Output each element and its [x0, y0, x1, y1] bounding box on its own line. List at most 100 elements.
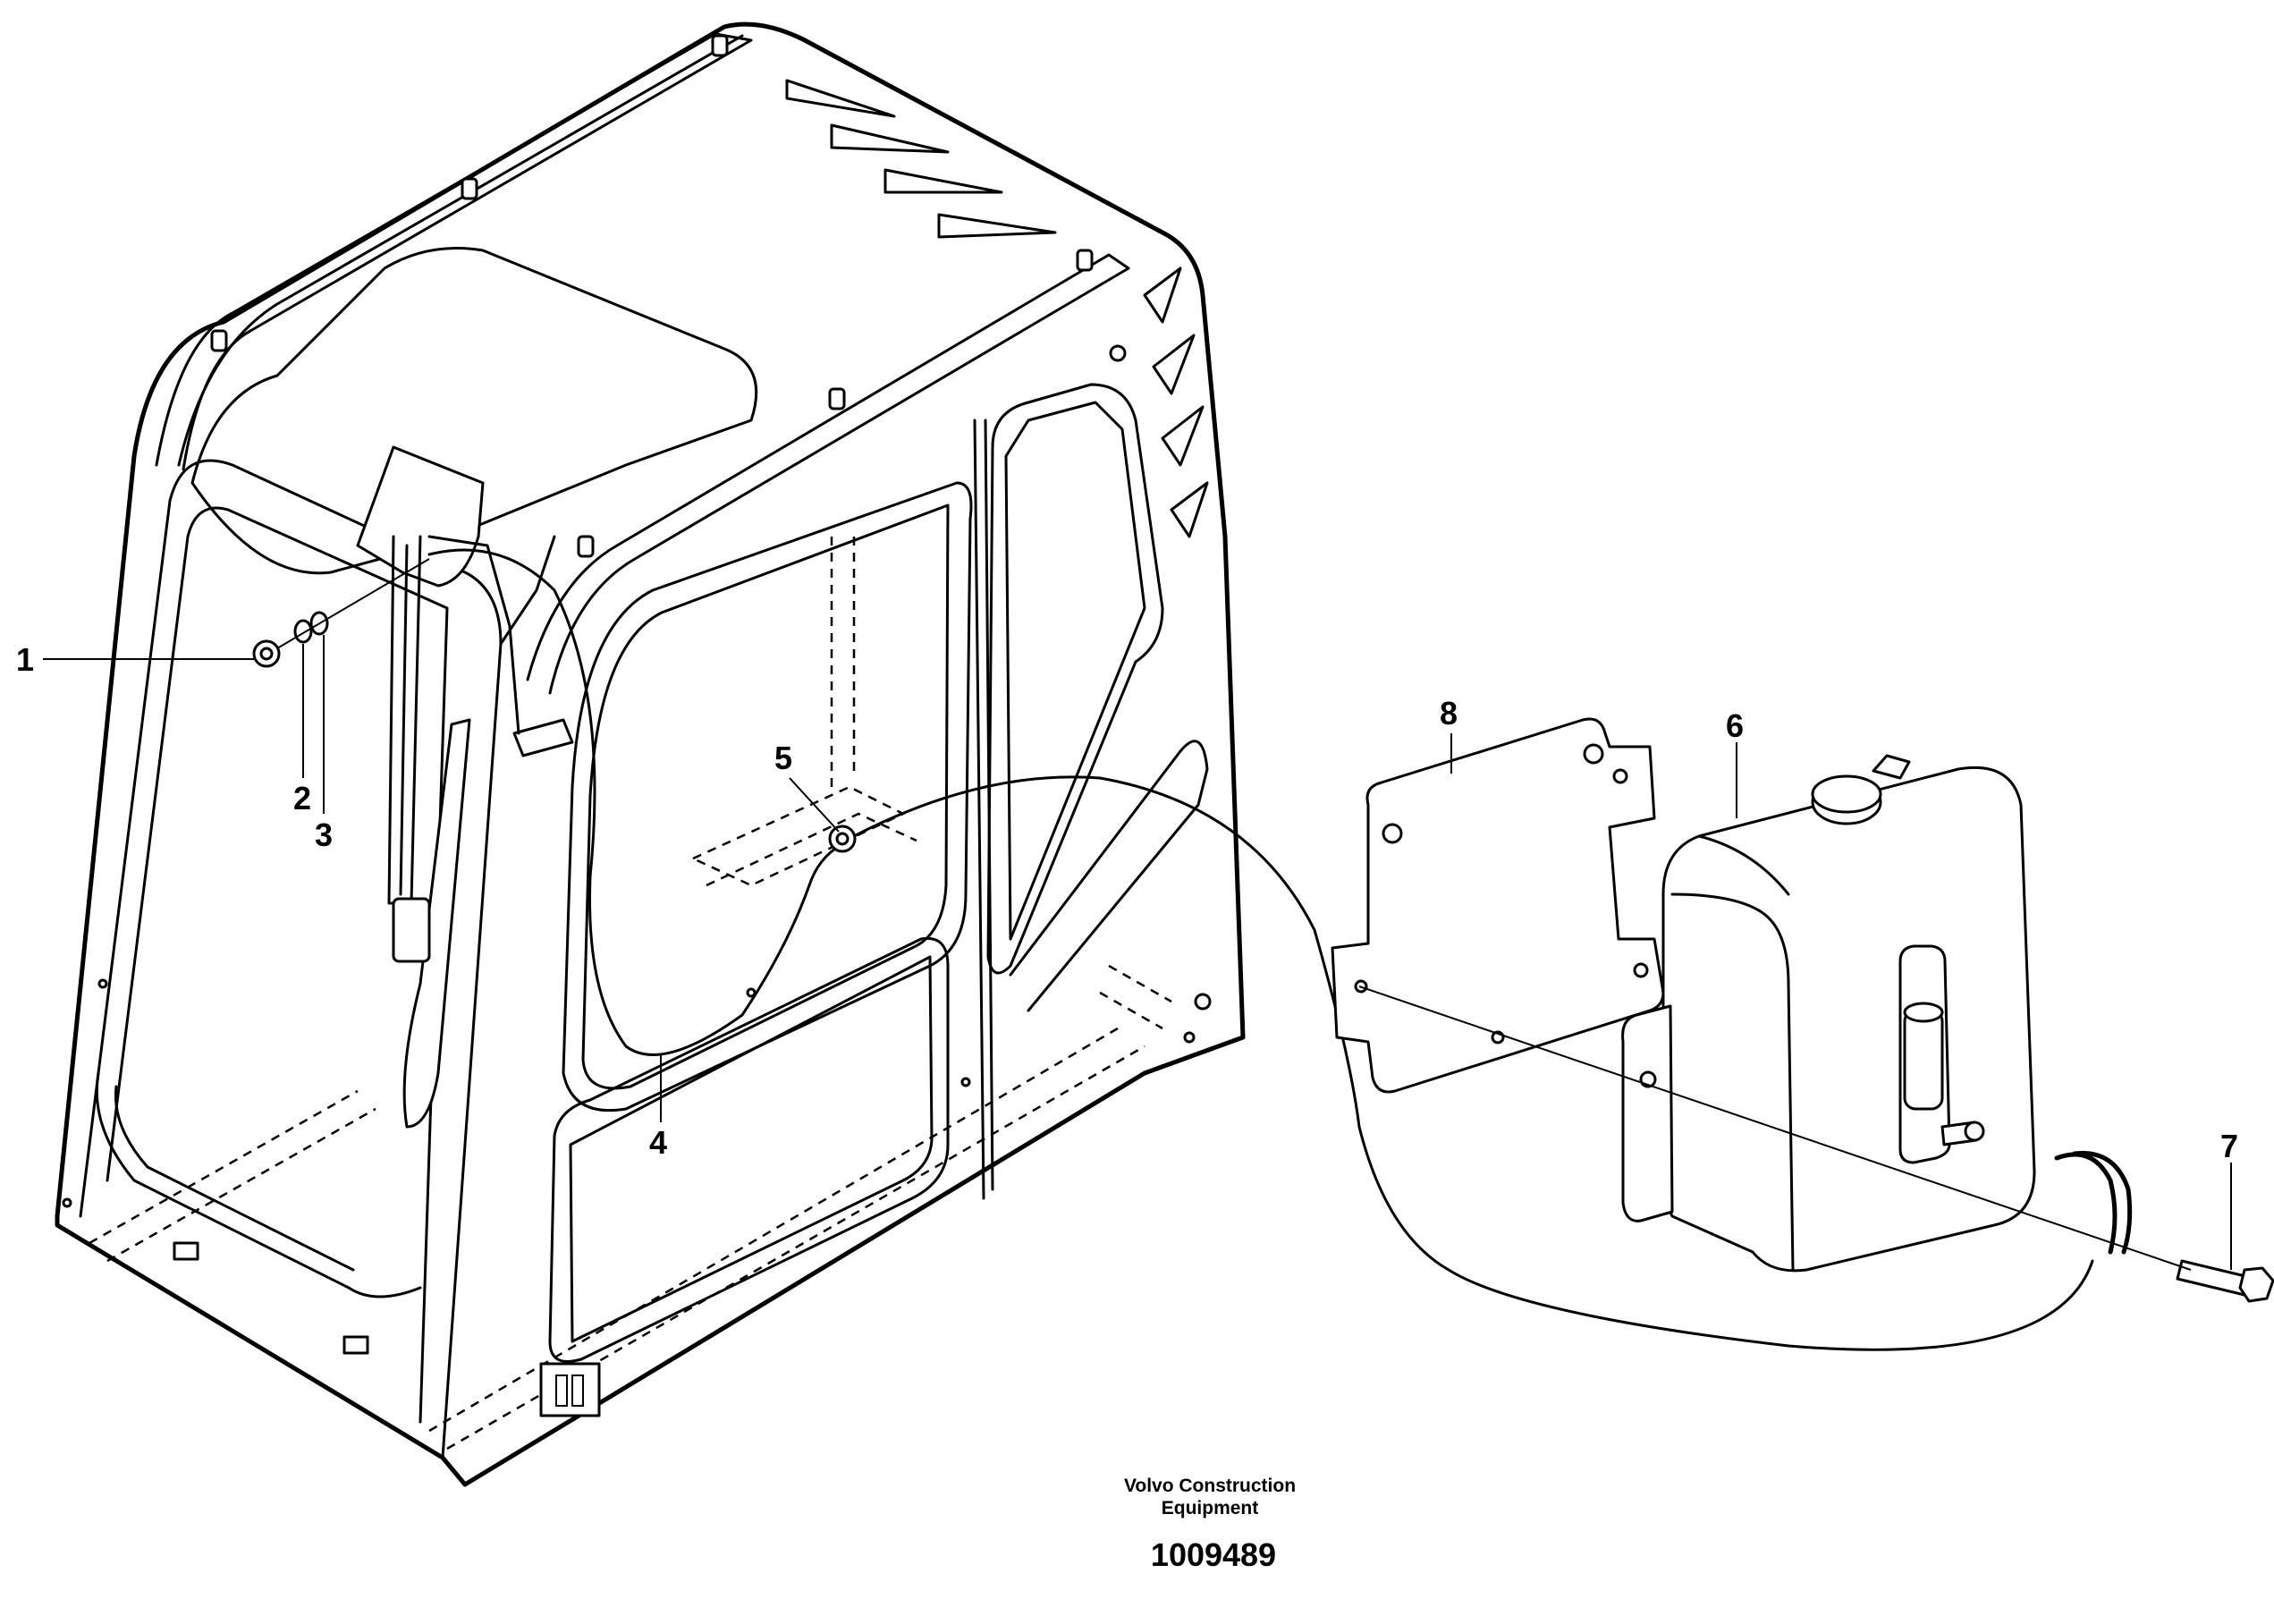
- rivet: [97, 978, 108, 989]
- frame-clip: [173, 1241, 199, 1261]
- callout-2: 2: [293, 780, 311, 816]
- roof-cap: [828, 387, 846, 410]
- washer-pump: [1903, 1009, 1944, 1111]
- mounting-bracket: [1331, 717, 1665, 1094]
- hose-route-line: [852, 775, 2094, 1351]
- bolt-head: [2238, 1266, 2274, 1303]
- callout-4: 4: [649, 1124, 667, 1161]
- grommet-inner: [835, 832, 850, 846]
- callout-leaders: [43, 635, 2232, 1270]
- company-name-line2: Equipment: [1162, 1498, 1259, 1518]
- operator-cab: [55, 21, 1246, 1487]
- callout-6: 6: [1726, 707, 1744, 744]
- roof-cap: [577, 535, 595, 558]
- washer-nozzle-bracket: [512, 718, 574, 757]
- roof-cap: [711, 34, 729, 57]
- wiper-blade: [402, 718, 471, 1129]
- door-latch: [539, 1362, 601, 1417]
- parts-axis-line: [276, 558, 430, 649]
- hidden-floor-line: [1108, 964, 1172, 1003]
- bolt: [2176, 1259, 2274, 1303]
- hose-stub: [2054, 1152, 2118, 1255]
- side-vent-2: [1152, 334, 1196, 395]
- door-lower-panel: [548, 936, 950, 1363]
- rivet: [1194, 993, 1212, 1011]
- tank-mounting-flange: [1621, 1004, 1674, 1222]
- roof-vent-4: [937, 213, 1057, 239]
- callout-7: 7: [2220, 1128, 2238, 1164]
- bracket-plate: [1331, 717, 1665, 1094]
- company-name-line1: Volvo Construction: [1124, 1476, 1296, 1496]
- front-lower-frame-2: [114, 1085, 355, 1272]
- wiper-linkage: [427, 535, 520, 735]
- figure-footer: Volvo Construction Equipment 1009489: [1124, 1476, 1296, 1573]
- side-vent-1: [1143, 266, 1182, 324]
- tank-face-edge: [1670, 892, 1795, 1272]
- callout-3: 3: [315, 816, 333, 853]
- b-pillar-2: [984, 419, 994, 1191]
- side-vent-3: [1161, 405, 1205, 467]
- front-lower-frame: [95, 1071, 422, 1298]
- door-latch-slot: [555, 1374, 568, 1407]
- hidden-floor-line: [1099, 991, 1163, 1030]
- side-door-window: [562, 481, 973, 1112]
- assembly-axis-line: [1358, 985, 2192, 1271]
- roof-vent-2: [830, 123, 950, 154]
- roof-cap: [210, 329, 228, 352]
- callout-5: 5: [774, 740, 792, 776]
- bracket-hole: [1382, 823, 1403, 844]
- door-latch-slot: [571, 1374, 584, 1407]
- washer-reservoir: [1621, 754, 2133, 1273]
- hidden-floor-line: [428, 1027, 1119, 1433]
- rivet: [960, 1077, 971, 1087]
- tank-cap-tab: [1872, 754, 1911, 780]
- roof-cap: [461, 177, 478, 200]
- rear-side-window-inner: [1004, 401, 1146, 941]
- hidden-wiper-motor-2: [706, 812, 917, 887]
- b-pillar: [973, 419, 985, 1200]
- roof-rail-left: [155, 32, 753, 471]
- roof-cap: [1076, 249, 1094, 272]
- wiper-arm-inner: [399, 544, 409, 896]
- washer-ring: [293, 619, 313, 644]
- front-windshield-inner: [106, 506, 449, 1424]
- wiper-pivot: [392, 897, 431, 963]
- leader-5: [789, 777, 840, 833]
- frame-clip: [342, 1335, 369, 1355]
- front-windshield-frame: [79, 459, 503, 1459]
- tank-top-edge: [1697, 834, 1790, 896]
- washer-hose: [427, 548, 842, 1056]
- callout-1: 1: [16, 641, 34, 678]
- roof-rail-right: [526, 253, 1130, 695]
- cab-roof: [177, 34, 744, 467]
- roof-vent-1: [785, 79, 896, 118]
- cab-outer-frame: [55, 21, 1246, 1487]
- figure-number: 1009489: [1151, 1536, 1276, 1573]
- side-door-window-inner: [581, 503, 950, 1090]
- bracket-hole: [1612, 768, 1628, 784]
- callout-8: 8: [1440, 695, 1458, 732]
- bracket-hole: [1633, 962, 1649, 978]
- rivet: [62, 1197, 72, 1208]
- hose-stub-2: [2072, 1151, 2133, 1255]
- rear-diagonal-brace: [1009, 740, 1209, 1012]
- roof-vent-3: [883, 168, 1003, 194]
- roof-window: [190, 247, 758, 575]
- hidden-floor-line: [89, 1089, 359, 1245]
- hidden-floor-line: [106, 1107, 376, 1263]
- rivet: [1183, 1031, 1196, 1044]
- nozzle-parts: [252, 558, 430, 668]
- bolt-shank: [2176, 1259, 2251, 1297]
- washer-pump-top: [1903, 1002, 1944, 1023]
- rivet: [1109, 344, 1127, 362]
- tank-cap-top: [1811, 774, 1882, 814]
- rear-side-window: [986, 383, 1164, 975]
- bracket-hole: [1583, 743, 1604, 765]
- nozzle-inner: [259, 647, 274, 661]
- washer-pump-nut: [1964, 1121, 1985, 1142]
- hidden-wiper-motor: [690, 785, 906, 887]
- a-pillar: [499, 535, 556, 646]
- side-vent-4: [1170, 481, 1209, 538]
- rivet: [746, 987, 757, 998]
